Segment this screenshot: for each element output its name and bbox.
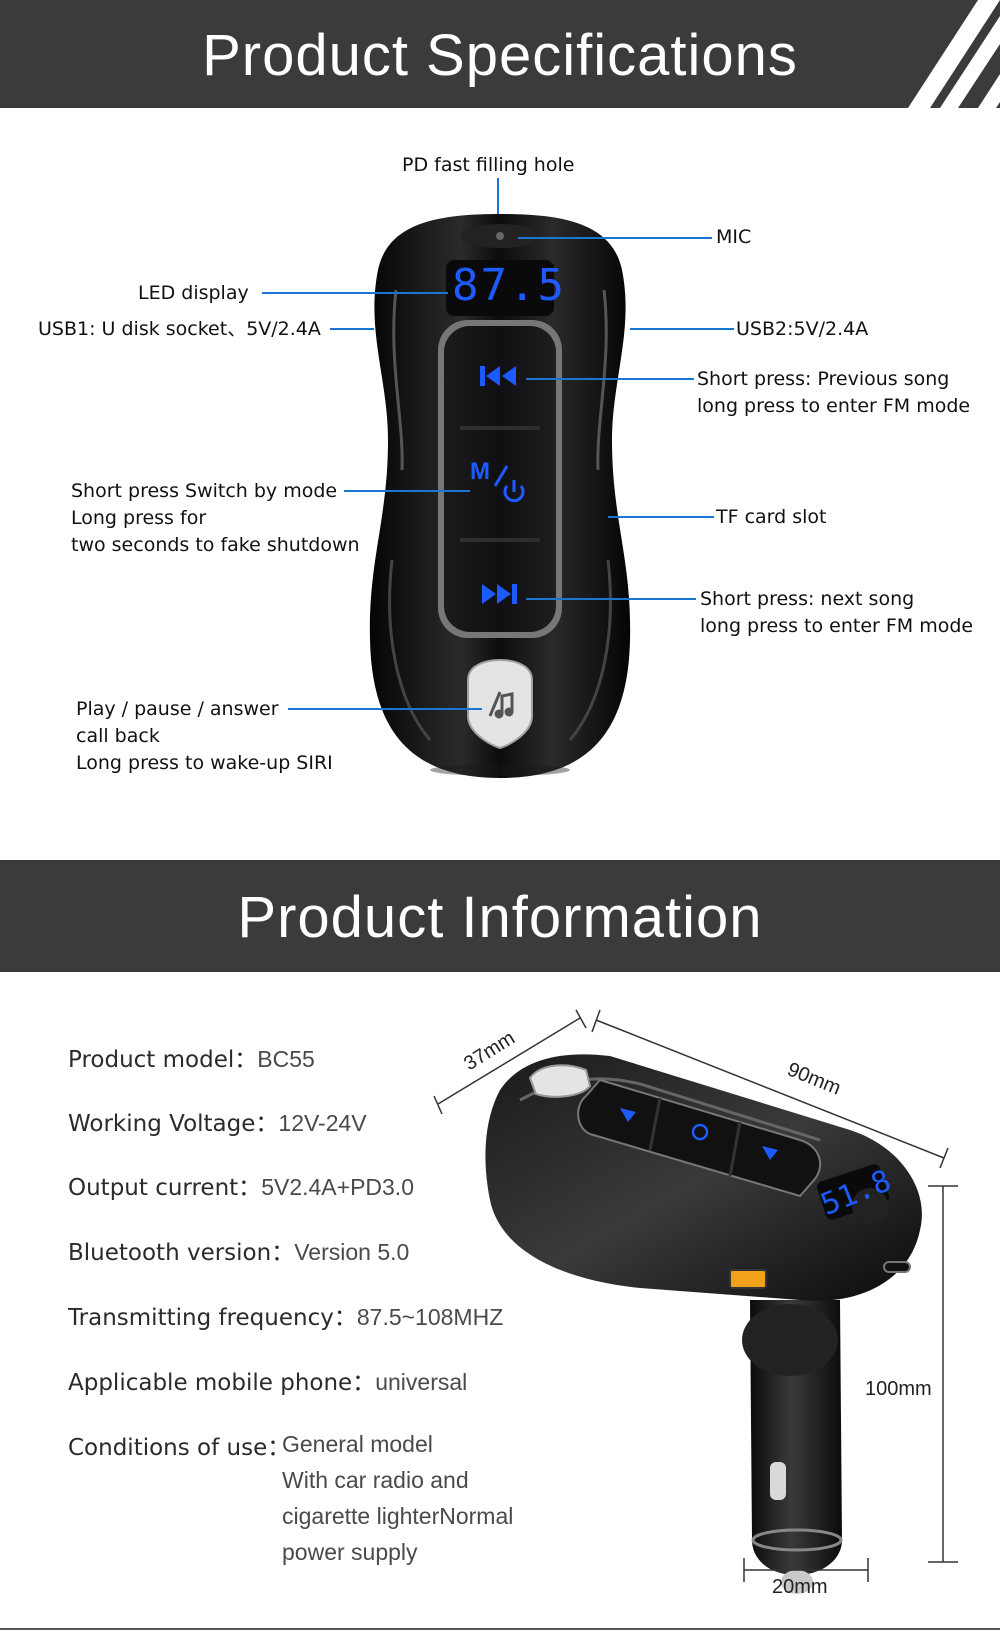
spec-row: Transmitting frequency：87.5~108MHZ [68,1298,503,1332]
spec-label: Bluetooth version： [68,1240,295,1266]
spec-row: Applicable mobile phone：universal [68,1363,467,1397]
specifications-banner: Product Specifications [0,0,1000,108]
led-display-value: 87.5 [452,260,566,311]
stripes-decoration [908,0,1000,108]
callout-usb1: USB1: U disk socket、5V/2.4A [38,318,321,340]
spec-row: Product model：BC55 [68,1040,315,1074]
next-icon [482,584,517,604]
spec-label: Working Voltage： [68,1111,279,1137]
spec-row: Bluetooth version：Version 5.0 [68,1233,409,1267]
callout-pd-hole: PD fast filling hole [402,154,575,176]
spec-value: 5V2.4A+PD3.0 [261,1174,414,1200]
callout-led: LED display [138,282,249,304]
line-usb2 [630,328,734,330]
spec-row: Output current：5V2.4A+PD3.0 [68,1168,414,1202]
spec-label: Applicable mobile phone： [68,1370,376,1396]
callout-tf: TF card slot [716,506,827,528]
spec-label: Product model： [68,1047,258,1073]
spec-value: Version 5.0 [294,1239,410,1265]
power-icon [493,465,525,503]
callout-mic: MIC [716,226,752,248]
line-usb1 [330,328,374,330]
line-led [262,292,448,294]
conditions-value: General model With car radio and cigaret… [282,1431,514,1565]
line-mode [344,490,470,492]
line-next [526,598,696,600]
callout-mode: Short press Switch by mode Long press fo… [71,480,360,556]
bottom-divider [0,1628,1000,1630]
specifications-title: Product Specifications [202,23,798,88]
information-title: Product Information [237,885,763,950]
line-tf [608,516,714,518]
line-play [288,708,482,710]
callout-play: Play / pause / answer call back Long pre… [76,698,333,774]
dimension-height: 100mm [865,1378,932,1400]
spec-row: Working Voltage：12V-24V [68,1104,367,1138]
dimension-base: 20mm [772,1576,828,1598]
spec-value: 12V-24V [278,1110,367,1136]
previous-icon [480,366,516,386]
spec-label: Transmitting frequency： [68,1305,357,1331]
line-mic [518,237,712,239]
callout-next: Short press: next song long press to ent… [700,588,974,637]
device-front-illustration [369,214,631,778]
spec-label: Output current： [68,1175,262,1201]
callout-usb2: USB2:5V/2.4A [736,318,869,340]
mode-button-label: M [470,458,490,485]
spec-value: universal [375,1369,468,1395]
spec-value: 87.5~108MHZ [356,1304,504,1330]
conditions-label: Conditions of use： [68,1435,291,1461]
information-banner: Product Information [0,860,1000,972]
spec-value: BC55 [257,1046,315,1072]
line-pd-hole [497,178,499,214]
phone-music-icon [488,691,514,719]
callout-prev: Short press: Previous song long press to… [697,368,971,417]
line-prev [526,378,694,380]
